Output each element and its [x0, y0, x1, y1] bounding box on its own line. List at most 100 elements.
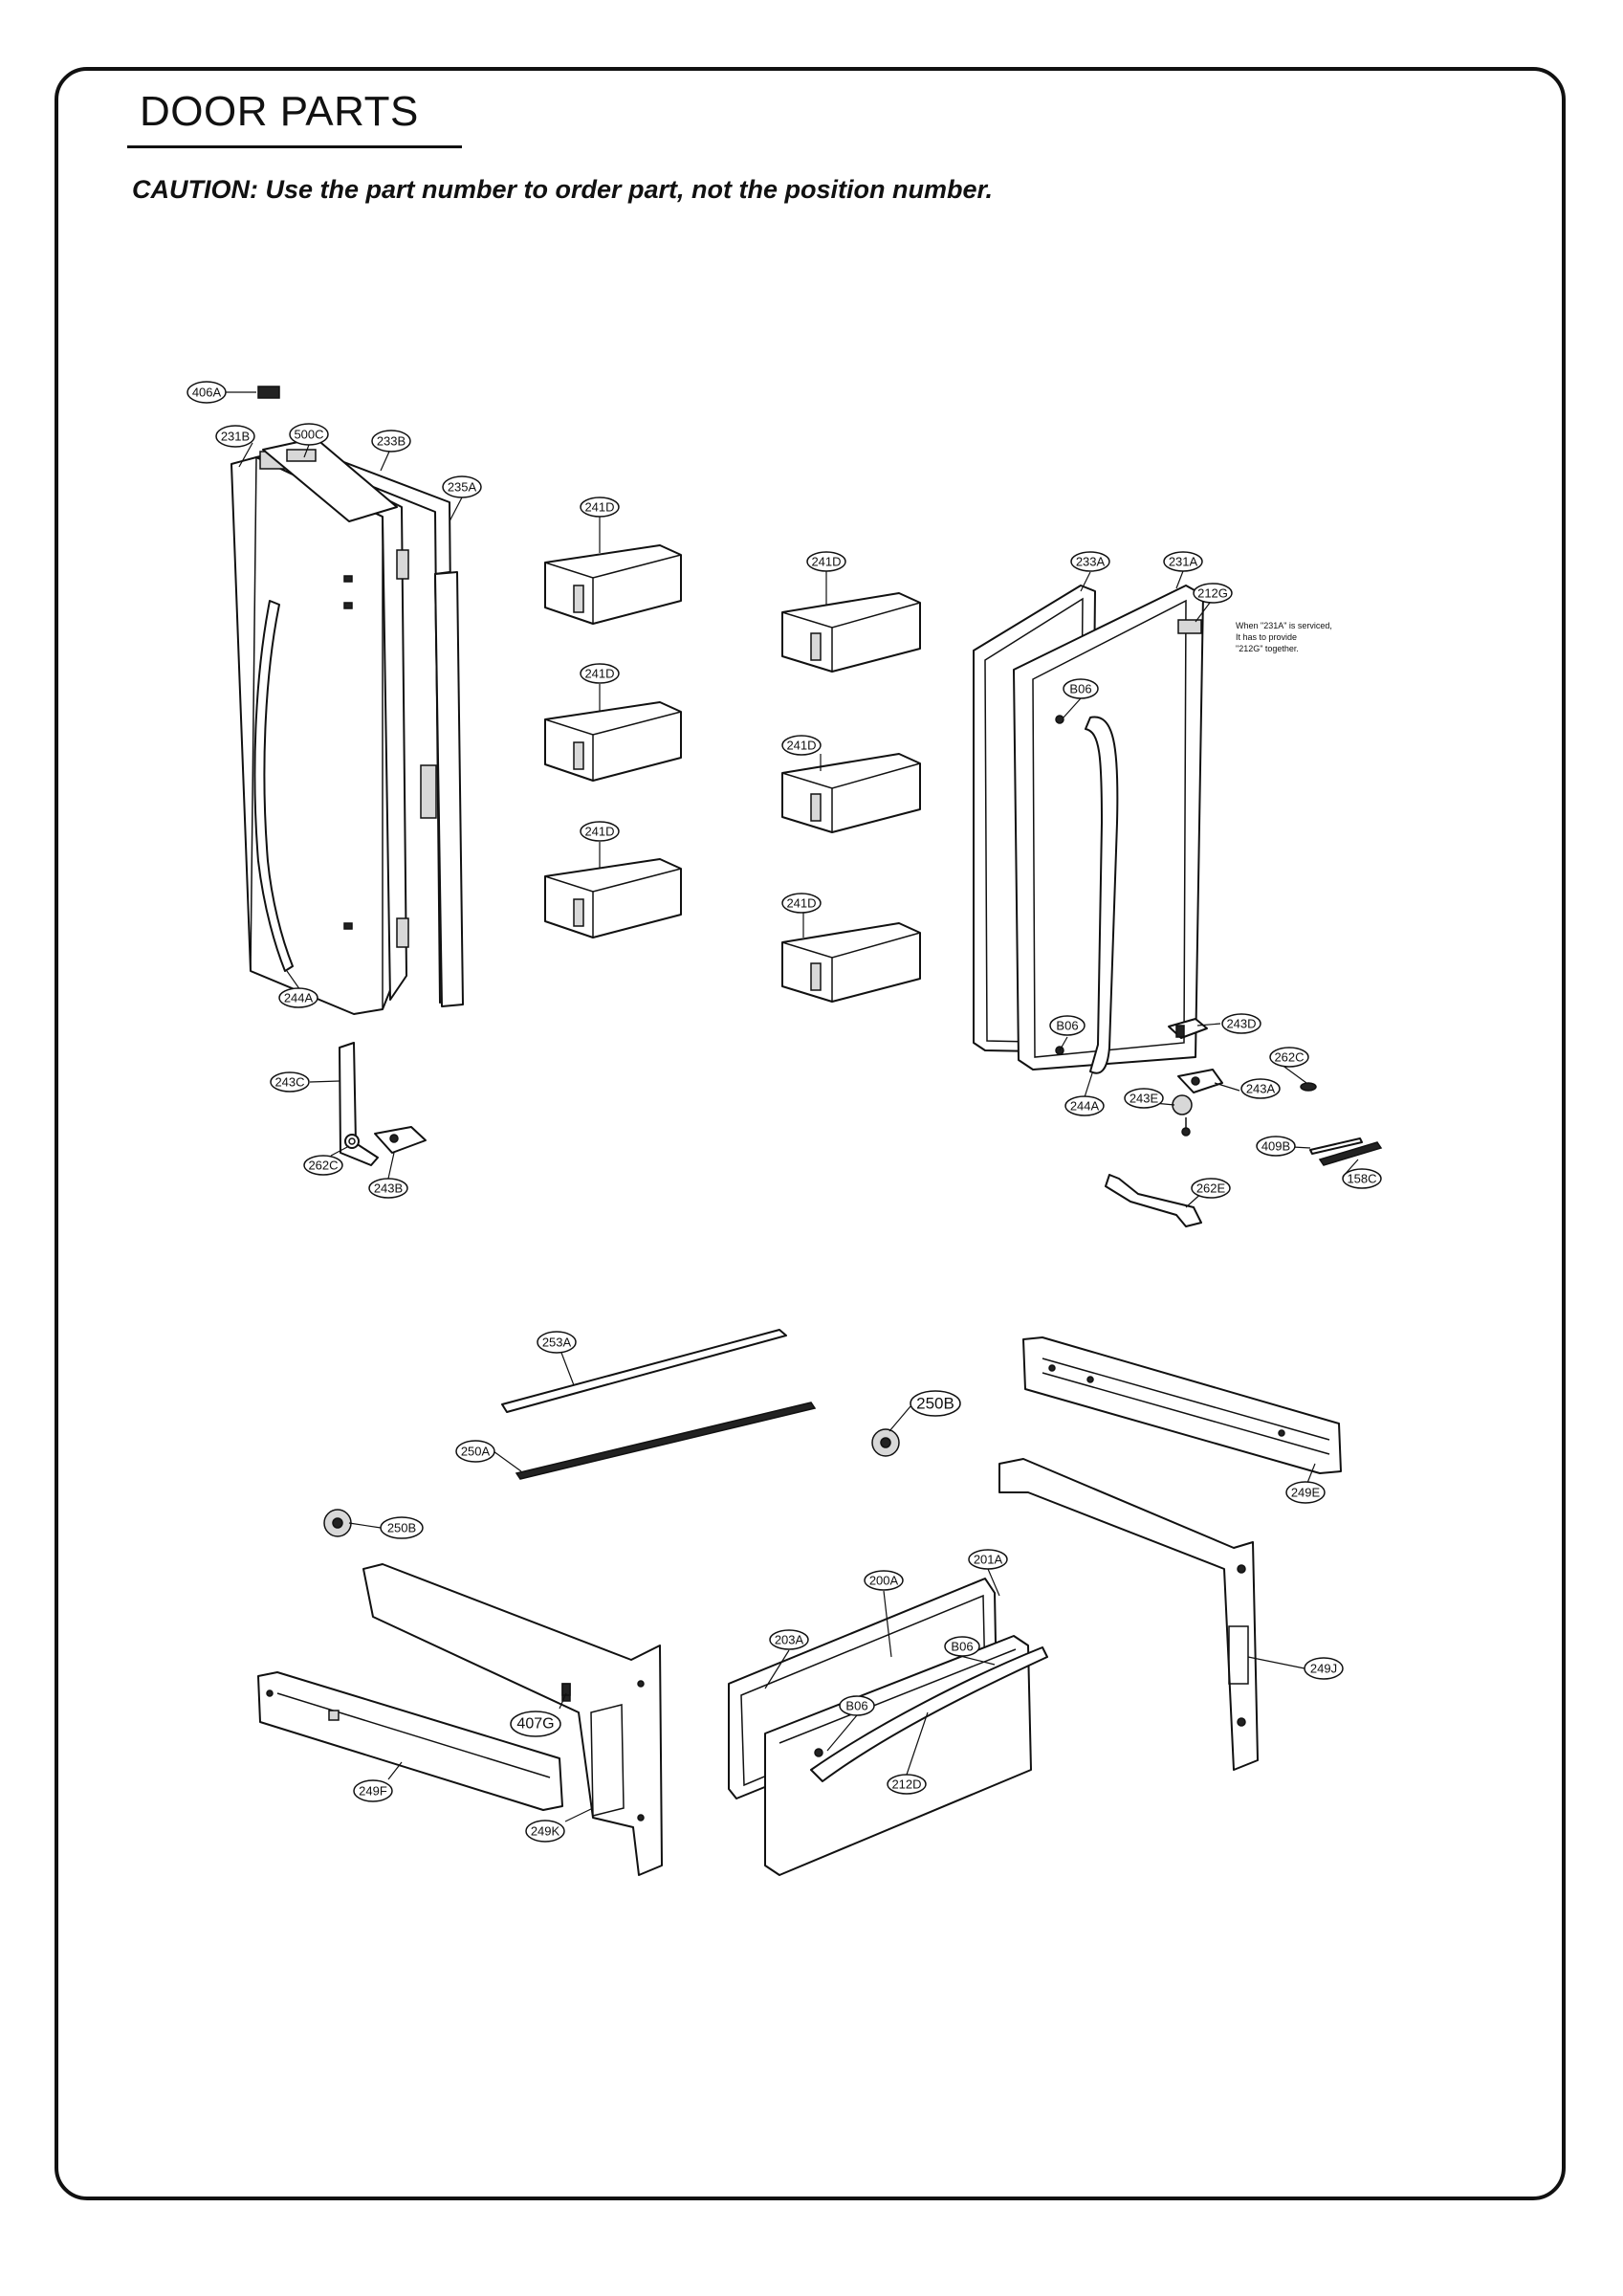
svg-text:243A: 243A	[1246, 1082, 1276, 1096]
strip-158c	[1318, 1141, 1383, 1166]
svg-text:B06: B06	[1056, 1019, 1078, 1033]
callout-243b: 243B	[368, 1178, 408, 1199]
door-bin-5	[781, 753, 921, 833]
rail-249e	[1022, 1336, 1342, 1474]
callout-203a: 203A	[769, 1629, 809, 1650]
callout-250b-top: 250B	[910, 1390, 961, 1417]
door-bin-1	[544, 544, 682, 625]
svg-text:262C: 262C	[1274, 1050, 1304, 1065]
svg-text:241D: 241D	[584, 825, 614, 839]
callout-249f: 249F	[353, 1779, 393, 1802]
callout-407g: 407G	[510, 1711, 561, 1737]
svg-text:249J: 249J	[1310, 1662, 1337, 1676]
callout-231a: 231A	[1163, 551, 1203, 572]
callout-233b: 233B	[371, 430, 411, 453]
callout-241d-6: 241D	[781, 893, 822, 914]
hinge-243a	[1177, 1069, 1223, 1093]
rod-250a	[515, 1402, 817, 1480]
callout-200a: 200A	[864, 1570, 904, 1591]
callout-500c: 500C	[289, 423, 329, 446]
svg-text:250B: 250B	[387, 1521, 416, 1535]
frame-249j	[998, 1458, 1259, 1771]
callout-243e: 243E	[1124, 1088, 1164, 1109]
callout-231b: 231B	[215, 425, 255, 448]
callout-201a: 201A	[968, 1549, 1008, 1570]
svg-text:409B: 409B	[1261, 1139, 1290, 1154]
clip-407g	[561, 1683, 571, 1696]
gear-250b-top	[871, 1428, 900, 1457]
washer-262c-right	[1300, 1082, 1317, 1092]
svg-text:231A: 231A	[1169, 555, 1198, 569]
caution-note: CAUTION: Use the part number to order pa…	[132, 175, 994, 204]
title-underline	[127, 145, 462, 148]
door-bin-6	[781, 922, 921, 1003]
callout-249e: 249E	[1285, 1481, 1326, 1504]
svg-text:262E: 262E	[1196, 1181, 1226, 1196]
svg-text:241D: 241D	[811, 555, 841, 569]
svg-text:249E: 249E	[1291, 1486, 1321, 1500]
callout-262c-right: 262C	[1269, 1047, 1309, 1068]
door-bin-4	[781, 592, 921, 673]
svg-text:241D: 241D	[786, 896, 816, 911]
svg-text:212G: 212G	[1197, 586, 1228, 601]
svg-text:406A: 406A	[192, 386, 222, 400]
svg-text:233A: 233A	[1076, 555, 1106, 569]
left-door-vertical-strip	[434, 571, 464, 1007]
rail-249f	[257, 1671, 563, 1811]
callout-253a: 253A	[537, 1331, 577, 1354]
svg-text:243B: 243B	[374, 1181, 403, 1196]
svg-text:244A: 244A	[284, 991, 314, 1005]
callout-b06-1: B06	[1063, 678, 1099, 699]
service-note-line-3: "212G" together.	[1236, 644, 1299, 653]
callout-243c: 243C	[270, 1071, 310, 1093]
svg-text:244A: 244A	[1070, 1099, 1100, 1114]
door-bin-2	[544, 701, 682, 782]
callout-262e: 262E	[1191, 1178, 1231, 1199]
callout-250a: 250A	[455, 1440, 495, 1463]
svg-text:231B: 231B	[221, 430, 250, 444]
wrench-262e	[1105, 1174, 1202, 1227]
svg-text:235A: 235A	[448, 480, 477, 495]
svg-text:262C: 262C	[308, 1159, 338, 1173]
svg-text:212D: 212D	[891, 1777, 921, 1792]
hinge-243d	[1168, 1018, 1208, 1039]
svg-text:200A: 200A	[869, 1574, 899, 1588]
left-door-handle	[253, 600, 294, 972]
svg-text:B06: B06	[951, 1640, 973, 1654]
callout-212g: 212G	[1193, 583, 1233, 604]
callout-241d-3: 241D	[580, 821, 620, 842]
callout-243d: 243D	[1221, 1013, 1261, 1034]
svg-text:233B: 233B	[377, 434, 406, 449]
callout-250b-left: 250B	[380, 1516, 424, 1539]
page-border	[55, 67, 1566, 2200]
callout-233a: 233A	[1070, 551, 1110, 572]
gear-250b-left	[323, 1509, 352, 1537]
svg-text:241D: 241D	[584, 667, 614, 681]
svg-text:407G: 407G	[516, 1716, 554, 1733]
callout-249k: 249K	[525, 1820, 565, 1843]
callout-244a-left: 244A	[278, 987, 318, 1008]
service-note-line-1: When "231A" is serviced,	[1236, 621, 1332, 630]
service-note: When "231A" is serviced, It has to provi…	[1236, 621, 1332, 653]
callout-212d: 212D	[887, 1774, 927, 1795]
drawer-handle-212d	[810, 1646, 1048, 1782]
left-door-outer-panel	[230, 456, 393, 1015]
callout-235a: 235A	[442, 475, 482, 498]
callout-243a: 243A	[1240, 1078, 1281, 1099]
svg-text:243D: 243D	[1226, 1017, 1256, 1031]
svg-text:250B: 250B	[916, 1395, 954, 1413]
pin-409b	[1309, 1137, 1363, 1155]
callout-244a-right: 244A	[1064, 1095, 1105, 1116]
svg-text:158C: 158C	[1347, 1172, 1376, 1186]
svg-text:253A: 253A	[542, 1336, 572, 1350]
svg-text:241D: 241D	[584, 500, 614, 515]
service-note-line-2: It has to provide	[1236, 632, 1297, 642]
svg-text:500C: 500C	[294, 428, 323, 442]
bracket-243c	[339, 1042, 379, 1166]
rod-253a	[501, 1329, 787, 1413]
svg-text:250A: 250A	[461, 1445, 491, 1459]
svg-text:249F: 249F	[359, 1784, 387, 1799]
callout-b06-2: B06	[1049, 1015, 1086, 1036]
svg-text:241D: 241D	[786, 739, 816, 753]
svg-text:B06: B06	[845, 1699, 867, 1713]
